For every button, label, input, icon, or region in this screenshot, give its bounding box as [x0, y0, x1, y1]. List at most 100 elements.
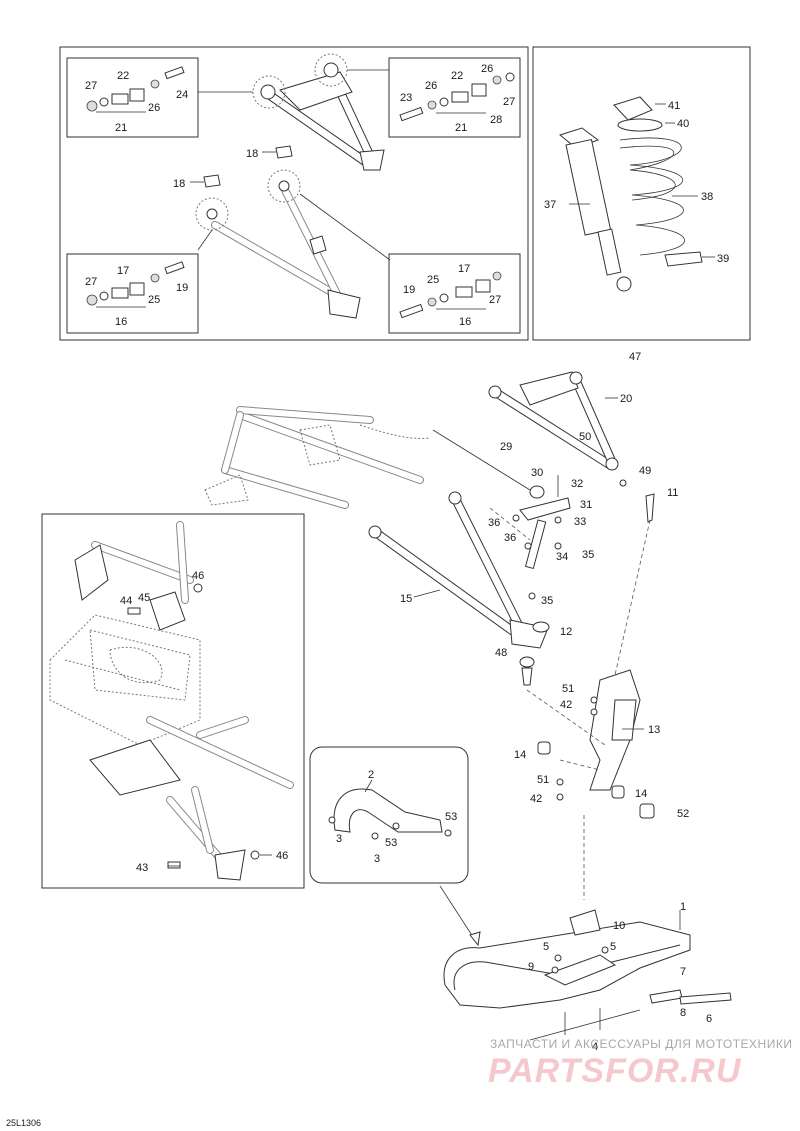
callout-22a: 22	[117, 70, 129, 82]
callout-43: 43	[136, 862, 148, 874]
callout-45: 45	[138, 592, 150, 604]
detail-box-top-right	[388, 57, 521, 138]
callout-2: 2	[368, 769, 374, 781]
upper-a-arm-drawing	[198, 53, 389, 171]
callout-19b: 19	[403, 284, 415, 296]
callout-50: 50	[579, 431, 591, 443]
callout-51b: 51	[537, 774, 549, 786]
callout-13: 13	[648, 724, 660, 736]
callout-15: 15	[400, 593, 412, 605]
spindle-13	[519, 479, 655, 900]
ski-handle-drawing	[328, 779, 452, 840]
callout-41: 41	[668, 100, 680, 112]
callout-52: 52	[677, 808, 689, 820]
callout-37: 37	[544, 199, 556, 211]
shock-mount-hardware	[489, 475, 571, 600]
upper-arms-frame	[59, 46, 529, 341]
hardware-detail-top-right	[399, 72, 515, 122]
callout-30: 30	[531, 467, 543, 479]
callout-10: 10	[613, 920, 625, 932]
lower-a-arm-drawing	[190, 145, 391, 319]
callout-14a: 14	[514, 749, 526, 761]
lower-a-arm-15	[368, 491, 550, 649]
callout-49: 49	[639, 465, 651, 477]
callout-27b: 27	[503, 96, 515, 108]
callout-38: 38	[701, 191, 713, 203]
ski-handle-arrow	[439, 885, 476, 941]
callout-16b: 16	[459, 316, 471, 328]
chassis-frame	[41, 513, 305, 889]
callout-11: 11	[667, 487, 678, 499]
callout-35b: 35	[541, 595, 553, 607]
callout-28: 28	[490, 114, 502, 126]
callout-36a: 36	[488, 517, 500, 529]
shock-absorber-drawing	[558, 96, 715, 292]
frame-ghost-drawing	[204, 406, 431, 509]
detail-box-bottom-right	[388, 253, 521, 334]
callout-labels: 1 2 3 3 4 5 5 6 7 8 9 10 11 12 13 14 14 …	[85, 63, 729, 1053]
callout-6: 6	[706, 1013, 712, 1025]
callout-3b: 3	[374, 853, 380, 865]
shock-frame	[532, 46, 751, 341]
detail-box-bottom-left	[66, 253, 199, 334]
callout-24: 24	[176, 89, 188, 101]
watermark-subtitle: ЗАПЧАСТИ И АКСЕССУАРЫ ДЛЯ МОТОТЕХНИКИ	[490, 1037, 792, 1051]
callout-23: 23	[400, 92, 412, 104]
callout-16a: 16	[115, 316, 127, 328]
callout-27a: 27	[85, 80, 97, 92]
drawing-code: 25L1306	[6, 1118, 41, 1128]
callout-46a: 46	[192, 570, 204, 582]
callout-53a: 53	[445, 811, 457, 823]
callout-32: 32	[571, 478, 583, 490]
callout-35a: 35	[582, 549, 594, 561]
callout-3a: 3	[336, 833, 342, 845]
callout-14b: 14	[635, 788, 647, 800]
callout-27d: 27	[489, 294, 501, 306]
callout-1: 1	[680, 901, 686, 913]
detail-box-top-left	[66, 57, 199, 138]
callout-48: 48	[495, 647, 507, 659]
callout-19a: 19	[176, 282, 188, 294]
callout-47: 47	[629, 351, 641, 363]
callout-18b: 18	[173, 178, 185, 190]
callout-33: 33	[574, 516, 586, 528]
callout-17a: 17	[117, 265, 129, 277]
callout-26a: 26	[148, 102, 160, 114]
callout-53b: 53	[385, 837, 397, 849]
arrowhead	[469, 931, 481, 947]
callout-25b: 25	[427, 274, 439, 286]
callout-7: 7	[680, 966, 686, 978]
callout-51a: 51	[562, 683, 574, 695]
callout-31: 31	[580, 499, 592, 511]
callout-21b: 21	[455, 122, 467, 134]
tie-rod	[432, 429, 531, 491]
callout-42b: 42	[530, 793, 542, 805]
callout-39: 39	[717, 253, 729, 265]
callout-20: 20	[620, 393, 632, 405]
callout-17b: 17	[458, 263, 470, 275]
callout-8: 8	[680, 1007, 686, 1019]
callout-18a: 18	[246, 148, 258, 160]
watermark-brand: PARTSFOR.RU	[488, 1052, 742, 1090]
callout-34: 34	[556, 551, 568, 563]
callout-36b: 36	[504, 532, 516, 544]
ski-drawing	[443, 909, 732, 1041]
ski-handle-frame	[309, 746, 469, 884]
callout-26c: 26	[481, 63, 493, 75]
callout-44: 44	[120, 595, 132, 607]
callout-25a: 25	[148, 294, 160, 306]
callout-4: 4	[592, 1041, 598, 1053]
callout-5b: 5	[610, 941, 616, 953]
callout-40: 40	[677, 118, 689, 130]
upper-a-arm-20	[488, 371, 619, 471]
hardware-detail-bottom-left	[86, 261, 185, 308]
callout-22b: 22	[451, 70, 463, 82]
hardware-detail-bottom-right	[399, 271, 502, 319]
callout-21a: 21	[115, 122, 127, 134]
hardware-detail-top-left	[86, 66, 185, 113]
callout-26b: 26	[425, 80, 437, 92]
chassis-drawing	[49, 521, 294, 881]
callout-42a: 42	[560, 699, 572, 711]
callout-9: 9	[528, 961, 534, 973]
